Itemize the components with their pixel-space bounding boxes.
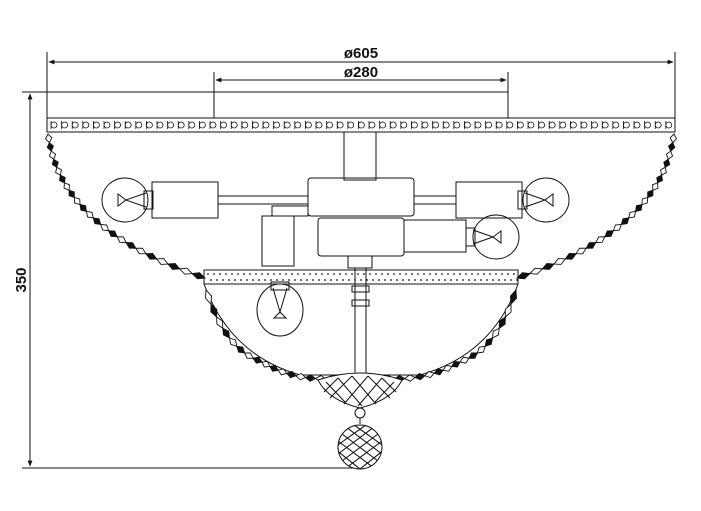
height-label: 350 xyxy=(13,267,30,292)
bulb-back-right-icon xyxy=(465,214,520,260)
lower-bowl-outline xyxy=(203,283,519,376)
garland-outer-left xyxy=(44,133,207,280)
overall-diameter-label: ø605 xyxy=(344,45,378,62)
top-crystal-band xyxy=(46,117,676,133)
back-right-arm xyxy=(403,219,467,253)
crystal-ball-icon xyxy=(337,424,383,470)
inner-left-arm xyxy=(261,205,309,267)
dimension-overall-diameter xyxy=(46,52,676,118)
central-stem xyxy=(307,131,415,385)
left-arm xyxy=(151,181,309,219)
bulb-right-icon xyxy=(517,177,570,223)
ceiling-canopy xyxy=(213,91,509,119)
bulb-left-icon xyxy=(101,177,154,223)
bottom-finial xyxy=(317,372,403,424)
middle-ring xyxy=(203,269,519,285)
garland-inner-right xyxy=(459,288,517,364)
bulb-lower-icon xyxy=(256,281,304,337)
right-arm xyxy=(413,181,523,219)
garland-outer-right xyxy=(515,133,678,280)
crystal-garlands xyxy=(44,133,678,383)
canopy-diameter-label: ø280 xyxy=(344,64,378,81)
dimension-height xyxy=(22,91,360,469)
garland-inner-left xyxy=(205,288,263,364)
